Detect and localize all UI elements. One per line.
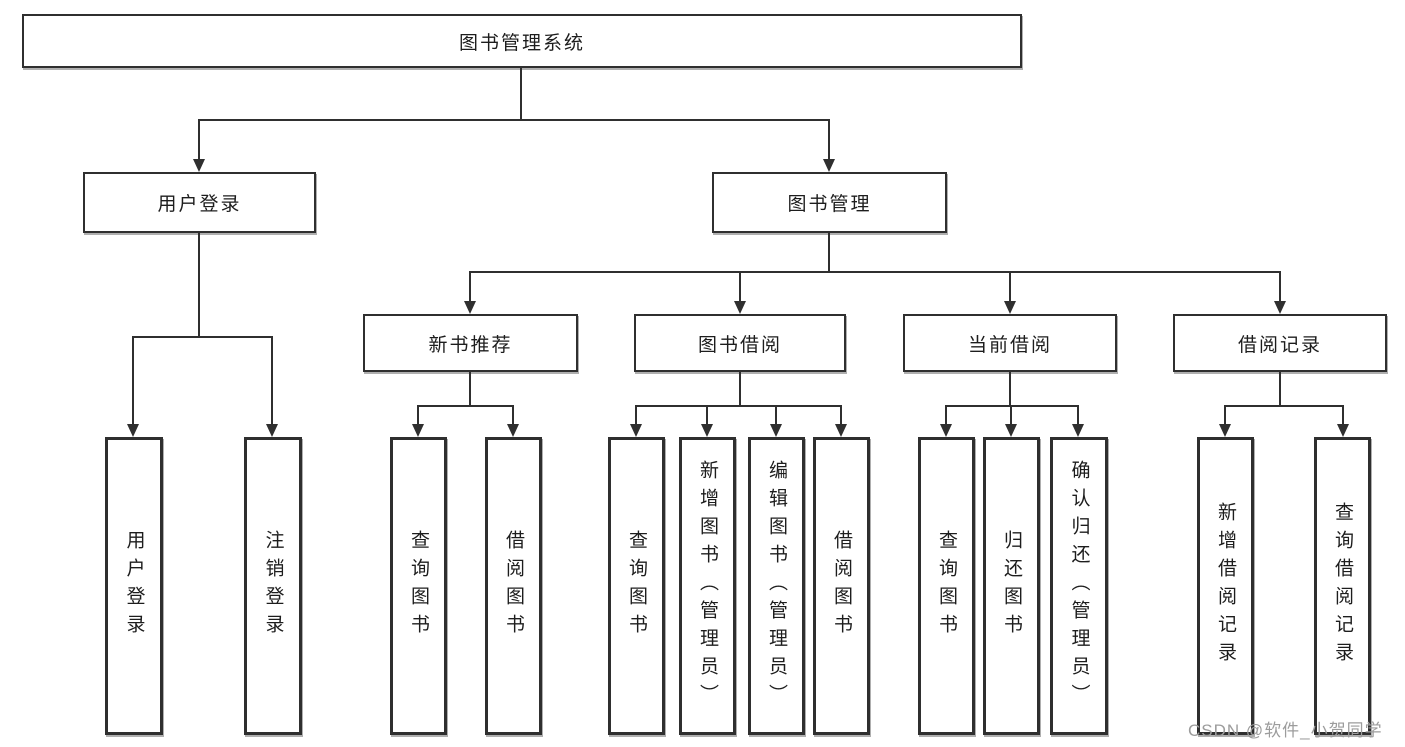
node-library-management-system: 图书管理系统 [22,14,1022,68]
connector-line [1279,372,1281,406]
connector-line [1009,271,1011,302]
connector-line [1009,372,1011,406]
connector-line [945,405,1079,407]
leaf-query-books-recommend: 查询图书 [390,437,447,735]
leaf-borrow-books: 借阅图书 [813,437,870,735]
connector-line [469,271,1281,273]
node-book-borrowing: 图书借阅 [634,314,846,372]
arrowhead-down-icon [266,424,278,437]
node-user-login: 用户登录 [83,172,316,233]
connector-line [1224,405,1226,424]
connector-line [775,405,777,424]
arrowhead-down-icon [1274,301,1286,314]
arrowhead-down-icon [835,424,847,437]
csdn-watermark: CSDN @软件_小贺同学 [1188,721,1383,740]
leaf-user-login: 用户登录 [105,437,163,735]
connector-line [132,336,134,424]
leaf-return-books: 归还图书 [983,437,1040,735]
leaf-add-books-admin: 新增图书（管理员） [679,437,736,735]
connector-line [739,372,741,406]
connector-line [1224,405,1343,407]
connector-line [1342,405,1344,424]
leaf-logout: 注销登录 [244,437,302,735]
connector-line [945,405,947,424]
arrowhead-down-icon [1005,424,1017,437]
node-current-borrowing: 当前借阅 [903,314,1117,372]
arrowhead-down-icon [1004,301,1016,314]
connector-line [706,405,708,424]
connector-line [469,271,471,302]
connector-line [198,233,200,337]
leaf-query-books-current: 查询图书 [918,437,975,735]
arrowhead-down-icon [1072,424,1084,437]
node-book-management: 图书管理 [712,172,947,233]
connector-line [512,405,514,424]
leaf-query-books-borrowing: 查询图书 [608,437,665,735]
arrowhead-down-icon [823,159,835,172]
arrowhead-down-icon [507,424,519,437]
connector-line [635,405,637,424]
leaf-add-borrow-record: 新增借阅记录 [1197,437,1254,735]
connector-line [635,405,841,407]
arrowhead-down-icon [193,159,205,172]
connector-line [271,336,273,424]
arrowhead-down-icon [464,301,476,314]
connector-line [469,372,471,406]
connector-line [828,119,830,160]
leaf-borrow-books-recommend: 借阅图书 [485,437,542,735]
connector-line [739,271,741,302]
connector-line [1077,405,1079,424]
leaf-confirm-return-admin: 确认归还（管理员） [1050,437,1108,735]
leaf-query-borrow-record: 查询借阅记录 [1314,437,1371,735]
leaf-edit-books-admin: 编辑图书（管理员） [748,437,805,735]
connector-line [417,405,419,424]
arrowhead-down-icon [734,301,746,314]
connector-line [840,405,842,424]
node-borrowing-records: 借阅记录 [1173,314,1387,372]
connector-line [520,68,522,120]
connector-line [828,233,830,273]
connector-line [132,336,273,338]
connector-line [1279,271,1281,302]
arrowhead-down-icon [701,424,713,437]
connector-line [198,119,200,160]
arrowhead-down-icon [1219,424,1231,437]
arrowhead-down-icon [630,424,642,437]
arrowhead-down-icon [1337,424,1349,437]
connector-line [1010,405,1012,424]
arrowhead-down-icon [770,424,782,437]
connector-line [198,119,830,121]
arrowhead-down-icon [940,424,952,437]
arrowhead-down-icon [127,424,139,437]
arrowhead-down-icon [412,424,424,437]
node-new-book-recommendation: 新书推荐 [363,314,578,372]
connector-line [417,405,514,407]
